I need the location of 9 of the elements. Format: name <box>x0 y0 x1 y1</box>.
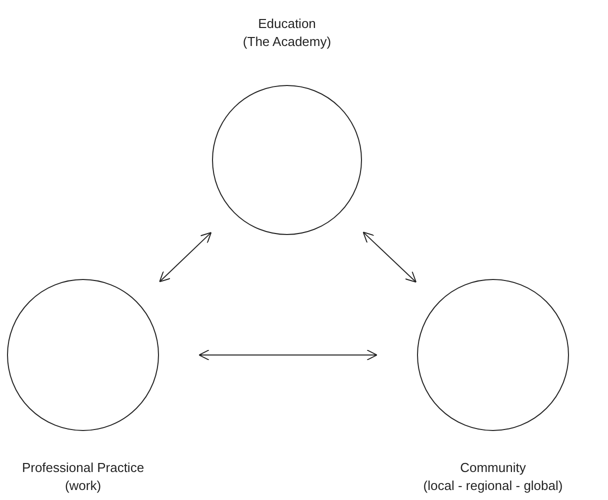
circle-label: Community <box>460 459 526 477</box>
double-arrow <box>159 232 212 282</box>
double-arrow <box>198 350 378 360</box>
circle-sublabel: (local - regional - global) <box>423 477 563 495</box>
circle-label: Professional Practice <box>22 459 144 477</box>
circle-sublabel: (work) <box>64 477 102 495</box>
double-arrow <box>362 232 417 283</box>
circle-label: Education <box>258 15 316 33</box>
circle-sublabel: (The Academy) <box>242 33 332 51</box>
